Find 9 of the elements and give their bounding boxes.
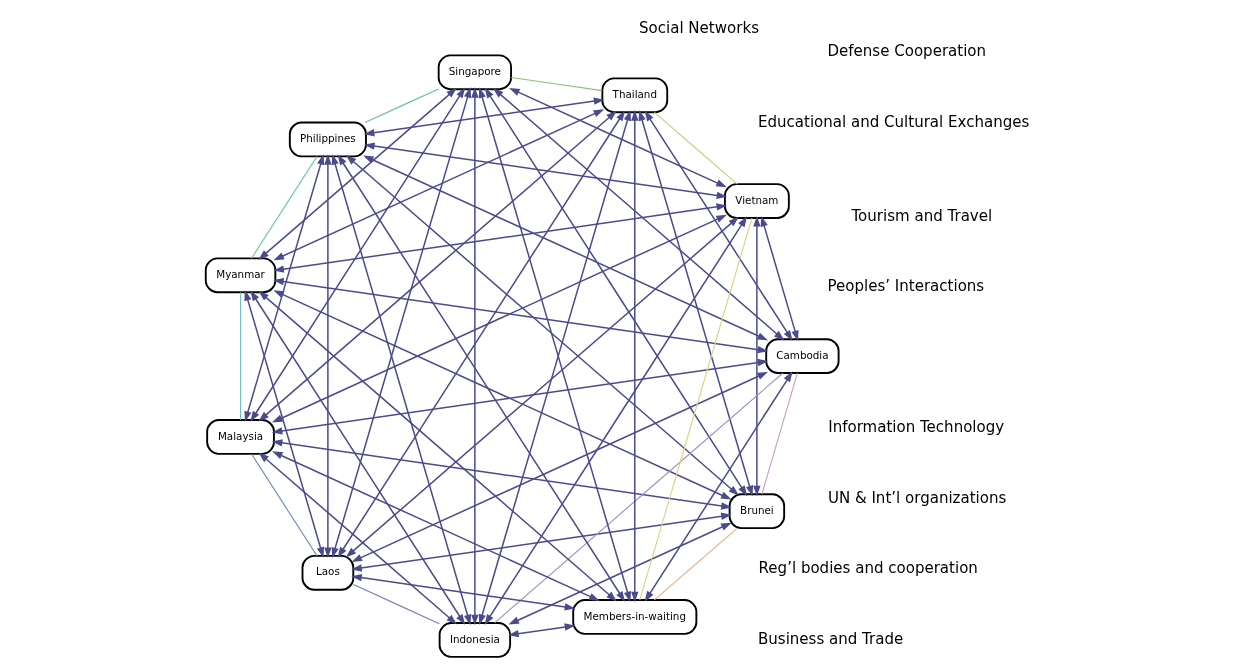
label: Tourism and Travel	[850, 206, 992, 225]
label: Educational and Cultural Exchanges	[757, 112, 1029, 131]
label: UN & Int’l organizations	[827, 488, 1006, 507]
label: Reg’l bodies and cooperation	[758, 559, 978, 578]
label: Social Networks	[638, 18, 759, 37]
label: Business and Trade	[757, 629, 903, 648]
label: Information Technology	[827, 418, 1004, 437]
label: Defense Cooperation	[826, 42, 986, 61]
label: Peoples’ Interactions	[826, 277, 984, 296]
